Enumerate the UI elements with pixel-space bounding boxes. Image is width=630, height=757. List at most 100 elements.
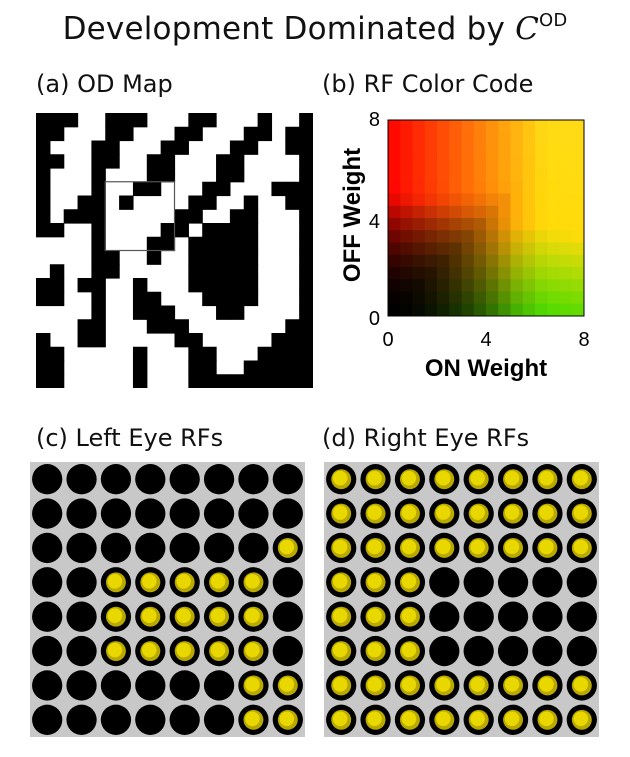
od-map-cell (160, 140, 176, 155)
right-eye-rf-response-core (573, 539, 589, 555)
color-code-cell (535, 120, 548, 133)
od-map-cell (202, 346, 217, 362)
left-eye-rf-cell (203, 670, 235, 701)
od-map-cell (271, 346, 286, 362)
color-code-cell (486, 230, 499, 243)
color-code-cell (388, 230, 401, 243)
right-eye-rf-response-core (332, 711, 348, 727)
od-map-cell (188, 374, 203, 388)
color-code-cell (571, 169, 585, 182)
od-map-cell (174, 319, 189, 334)
color-code-cell (510, 144, 524, 158)
right-eye-rf-response-core (436, 505, 451, 520)
left-eye-rf-cell (32, 704, 63, 735)
color-code-cell (437, 132, 450, 145)
color-code-cell (522, 267, 536, 280)
od-map-cell (299, 236, 313, 252)
color-code-cell (412, 303, 426, 317)
od-map-cell (160, 319, 176, 334)
od-map-cell (285, 360, 300, 375)
od-map-cell (216, 236, 231, 252)
color-code-cell (412, 181, 426, 194)
od-map-cell (36, 209, 51, 224)
color-code-cell (559, 291, 573, 305)
color-code-cell (424, 303, 438, 317)
color-code-cell (510, 218, 524, 231)
left-eye-rf-cell (272, 464, 303, 495)
od-map-cell (299, 209, 313, 224)
od-map-cell (105, 126, 120, 142)
color-code-cell (437, 144, 450, 158)
od-map-cell (188, 236, 203, 252)
left-eye-rf-cell (135, 670, 166, 701)
color-code-cell (449, 181, 462, 194)
color-code-cell (400, 132, 413, 145)
od-map-cell (229, 374, 245, 388)
od-map-cell (229, 236, 245, 252)
od-map-cell (132, 346, 148, 362)
color-code-cell (571, 132, 585, 145)
color-code-cell (424, 218, 438, 231)
od-map-cell (229, 264, 245, 279)
color-code-cell (486, 279, 499, 292)
color-code-cell (449, 169, 462, 182)
color-code-cell (559, 144, 573, 158)
right-eye-rf-cell (532, 601, 563, 632)
color-code-cell (535, 254, 548, 268)
od-map-cell (271, 360, 286, 375)
rf-color-code-chart: 8 4 0 0 4 8 ON Weight OFF Weight (339, 110, 590, 382)
left-eye-rf-cell (135, 464, 166, 495)
od-map-cell (174, 333, 189, 348)
left-eye-rf-cell (272, 635, 303, 667)
color-code-cell (424, 230, 438, 243)
color-code-cell (522, 303, 536, 317)
panel-b-label: (b) RF Color Code (322, 70, 534, 98)
left-eye-rf-cell (32, 601, 63, 632)
x-tick-label-4: 4 (480, 329, 491, 351)
right-eye-rf-response-core (367, 505, 382, 520)
right-eye-rf-response-core (436, 711, 451, 727)
left-eye-rf-response-core (142, 642, 157, 658)
od-map-cell (49, 346, 65, 362)
right-eye-rf-response-core (504, 539, 520, 555)
color-code-cell (461, 169, 475, 182)
right-eye-rf-response-core (539, 470, 554, 486)
color-code-cell (510, 156, 524, 170)
color-code-cell (388, 254, 401, 268)
color-code-cell (473, 230, 487, 243)
od-map-cell (257, 346, 273, 362)
color-code-cell (535, 181, 548, 194)
color-code-cell (449, 303, 462, 317)
od-map-cell (243, 223, 259, 238)
color-code-cell (498, 193, 511, 207)
color-code-cell (473, 132, 487, 145)
od-map-cell (146, 181, 162, 197)
color-code-cell (559, 254, 573, 268)
left-eye-rf-cell (169, 464, 200, 495)
left-eye-rf-cell (100, 464, 132, 495)
left-eye-rf-cell (66, 670, 97, 701)
od-map-cell (243, 291, 259, 307)
color-code-cell (571, 254, 585, 268)
color-code-cell (486, 254, 499, 268)
color-code-cell (571, 267, 585, 280)
color-code-cell (535, 291, 548, 305)
x-tick-label-0: 0 (382, 329, 393, 351)
color-code-cell (424, 193, 438, 207)
color-code-cell (437, 169, 450, 182)
color-code-cell (473, 144, 487, 158)
right-eye-rf-response-core (332, 539, 348, 555)
color-code-cell (412, 291, 426, 305)
od-map-cell (160, 236, 176, 252)
od-map-cell (91, 305, 106, 320)
left-eye-rf-response-core (210, 608, 226, 623)
color-code-cell (510, 303, 524, 317)
od-map-cell (36, 374, 51, 388)
od-map-cell (36, 223, 51, 238)
color-code-cell (535, 193, 548, 207)
left-eye-rf-cell (169, 704, 200, 735)
od-map-cell (202, 264, 217, 279)
od-map-cell (77, 278, 92, 293)
right-eye-rf-response-core (332, 470, 348, 486)
color-code-cell (473, 193, 487, 207)
